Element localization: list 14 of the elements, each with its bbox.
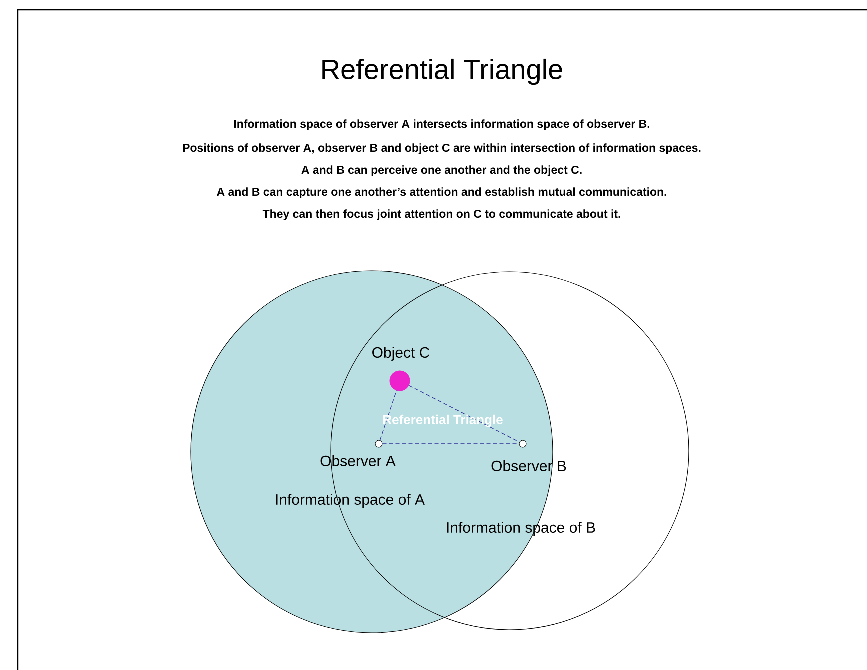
description-line: Information space of observer A intersects information space of observer B. bbox=[234, 120, 650, 130]
point-label: Object C bbox=[372, 347, 430, 361]
observer-point bbox=[519, 440, 527, 448]
description-line: A and B can perceive one another and the object C. bbox=[302, 166, 582, 176]
description-line: A and B can capture one another’s attention and establish mutual communication. bbox=[217, 188, 666, 198]
title: Referential Triangle bbox=[322, 58, 562, 86]
point-label: Observer B bbox=[492, 460, 566, 472]
dashed-line bbox=[408, 385, 520, 443]
triangle-label: Referential Triangle bbox=[384, 414, 503, 428]
observer-point bbox=[375, 440, 383, 448]
description-line: They can then focus joint attention on C to communicate about it. bbox=[262, 210, 620, 220]
dashed-line bbox=[380, 390, 398, 441]
description-line: Positions of observer A, observer B and object C are within intersection of information spaces. bbox=[183, 144, 701, 154]
object-dot bbox=[390, 370, 410, 392]
